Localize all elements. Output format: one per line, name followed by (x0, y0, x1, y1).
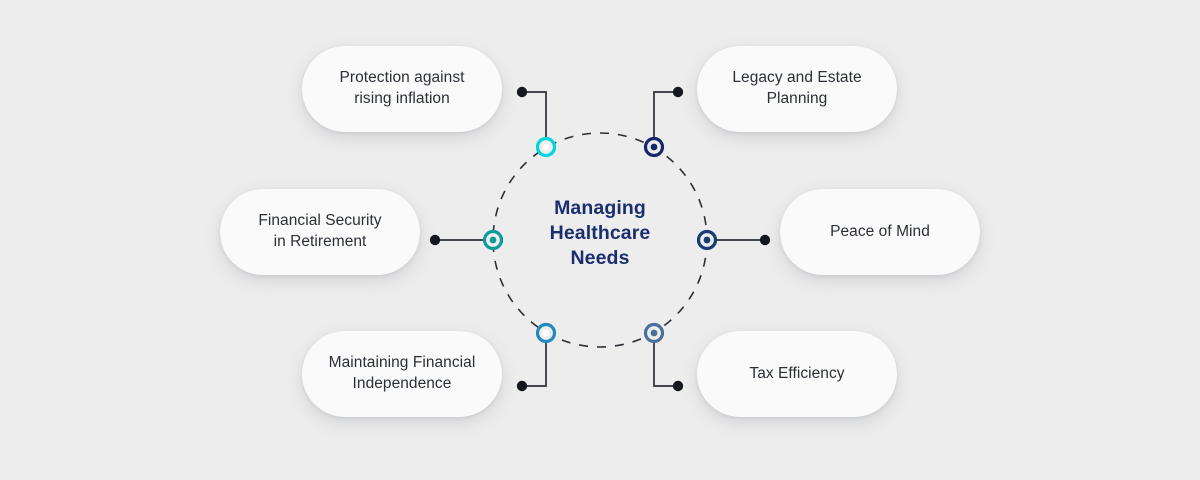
connector-top-right (653, 86, 684, 147)
node-card-label: Legacy and Estate Planning (732, 69, 862, 107)
node-marker-maintaining-financial-independence[interactable] (535, 322, 557, 344)
connector-middle-left (429, 234, 493, 246)
node-card-tax-efficiency[interactable]: Tax Efficiency (697, 331, 897, 417)
node-card-label: Protection against rising inflation (339, 69, 465, 107)
node-card-financial-security-in-retirement[interactable]: Financial Security in Retirement (220, 189, 420, 275)
node-card-label: Financial Security in Retirement (258, 212, 382, 250)
connector-endpoint-dot (672, 380, 684, 392)
connector-bottom-right (653, 333, 684, 392)
node-marker-legacy-and-estate-planning[interactable] (643, 136, 665, 158)
connector-top-left (516, 86, 547, 147)
node-card-maintaining-financial-independence[interactable]: Maintaining Financial Independence (302, 331, 502, 417)
node-marker-financial-security-in-retirement[interactable] (482, 229, 504, 251)
node-card-peace-of-mind[interactable]: Peace of Mind (780, 189, 980, 275)
connector-endpoint-dot (672, 86, 684, 98)
connector-endpoint-dot (429, 234, 441, 246)
connector-endpoint-dot (759, 234, 771, 246)
connector-endpoint-dot (516, 380, 528, 392)
hub-title: Managing Healthcare Needs (549, 197, 651, 269)
node-marker-protection-against-rising-inflation[interactable] (535, 136, 557, 158)
node-card-protection-against-rising-inflation[interactable]: Protection against rising inflation (302, 46, 502, 132)
connector-endpoint-dot (516, 86, 528, 98)
connector-middle-right (707, 234, 771, 246)
node-card-legacy-and-estate-planning[interactable]: Legacy and Estate Planning (697, 46, 897, 132)
node-marker-tax-efficiency[interactable] (643, 322, 665, 344)
node-card-label: Maintaining Financial Independence (328, 354, 476, 392)
node-card-label: Tax Efficiency (749, 364, 845, 382)
node-card-label: Peace of Mind (830, 222, 930, 240)
connector-bottom-left (516, 333, 547, 392)
node-marker-peace-of-mind[interactable] (696, 229, 718, 251)
